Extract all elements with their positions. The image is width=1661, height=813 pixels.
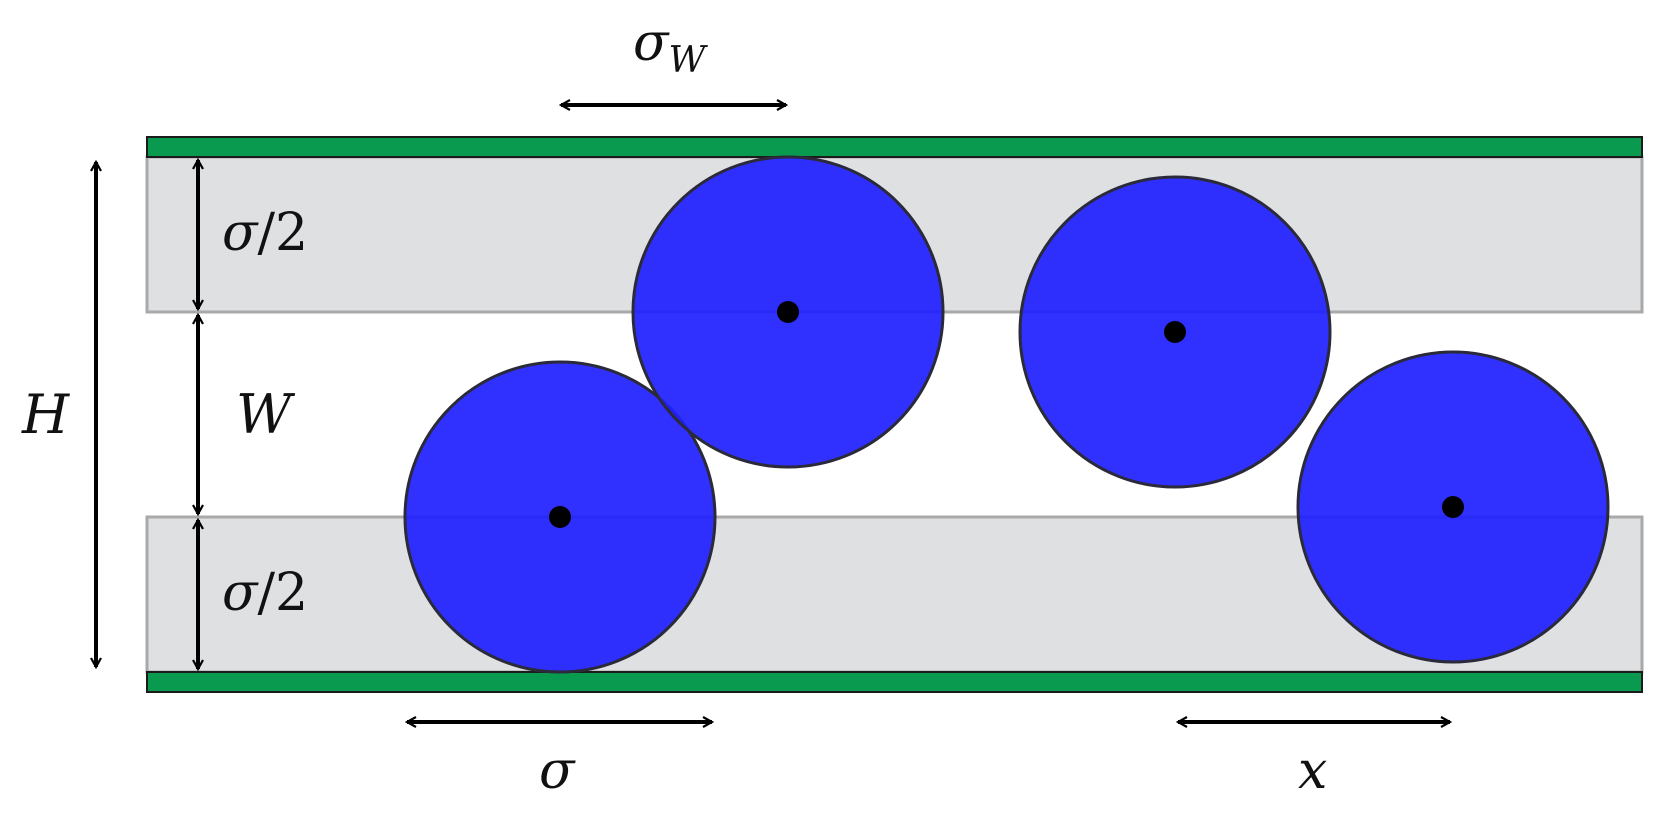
bottom-half-sigma-symbol: σ [222,563,259,623]
top-half-sigma-fraction: /2 [258,203,309,263]
height-label: H [21,383,70,446]
top-wall [146,136,1643,158]
sigma-w-symbol: σ [633,13,670,73]
separation-label: x [1298,741,1327,801]
particle-2-center-dot [777,301,799,323]
sigma-w-label: σW [633,13,709,81]
sigma-label: σ [539,741,576,801]
sigma-w-subscript: W [669,40,709,81]
particle-centers-group [549,301,1464,528]
channel-width-label: W [236,383,296,446]
particle-4-center-dot [1442,496,1464,518]
top-half-sigma-symbol: σ [222,203,259,263]
top-half-sigma-label: σ/2 [222,203,308,263]
dimension-arrows [96,105,1450,722]
bottom-half-sigma-label: σ/2 [222,563,308,623]
particle-3-center-dot [1164,321,1186,343]
bottom-half-sigma-fraction: /2 [258,563,309,623]
bottom-wall [146,671,1643,693]
particle-1-center-dot [549,506,571,528]
